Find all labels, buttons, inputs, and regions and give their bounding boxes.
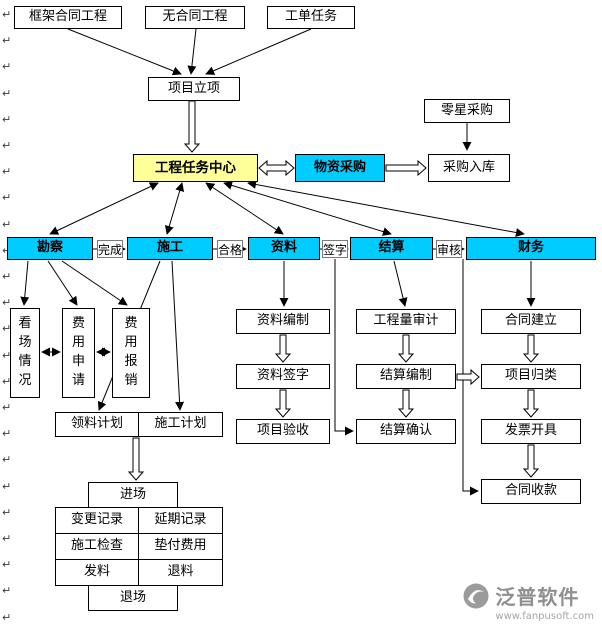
- return-mark-icon: ↵: [2, 8, 12, 21]
- return-mark-icon: ↵: [2, 217, 12, 231]
- return-mark-icon: ↵: [2, 453, 12, 467]
- node-task-center: 工程任务中心: [133, 154, 258, 182]
- return-mark-icon: ↵: [2, 479, 12, 493]
- node-expense-reimburse: 费用报销: [112, 308, 150, 398]
- return-mark-icon: ↵: [2, 610, 12, 624]
- node-delay-record: 延期记录: [138, 507, 223, 534]
- node-contract-receive: 合同收款: [481, 479, 581, 504]
- node-work-order: 工单任务: [267, 6, 355, 29]
- node-enter-site: 进场: [88, 482, 178, 508]
- node-finance: 财务: [466, 237, 596, 260]
- node-material-return: 退料: [138, 559, 223, 586]
- node-sporadic-purchase: 零星采购: [424, 99, 510, 123]
- fanpu-logo-icon: [462, 582, 490, 610]
- vendor-site: www.fanpusoft.com: [495, 611, 594, 622]
- node-doc-sign: 资料签字: [236, 364, 330, 389]
- edge-label-audit: 审核: [436, 240, 462, 258]
- return-mark-icon: ↵: [2, 348, 12, 362]
- vendor-watermark: 泛普软件 www.fanpusoft.com: [462, 581, 594, 622]
- return-mark-icon: ↵: [2, 584, 12, 598]
- return-mark-icon: ↵: [2, 112, 12, 126]
- node-construction-plan: 施工计划: [138, 412, 223, 437]
- return-mark-icon: ↵: [2, 505, 12, 519]
- node-material-purchase: 物资采购: [295, 154, 385, 182]
- return-mark-icon: ↵: [2, 270, 12, 283]
- return-mark-icon: ↵: [2, 427, 12, 441]
- node-site-view-label: 看场情况: [18, 316, 32, 388]
- node-expense-reimburse-label: 费用报销: [124, 316, 138, 388]
- return-mark-icon: ↵: [2, 139, 12, 152]
- node-doc-compile: 资料编制: [236, 309, 330, 334]
- node-site-view: 看场情况: [10, 308, 40, 398]
- return-mark-icon: ↵: [2, 191, 12, 205]
- node-settle-compile: 结算编制: [356, 364, 456, 389]
- node-expense-apply-label: 费用申请: [71, 316, 85, 388]
- edge-label-qualified: 合格: [217, 240, 243, 258]
- edge-label-complete: 完成: [97, 240, 123, 258]
- hollow-arrows: [127, 100, 540, 481]
- node-contract-create: 合同建立: [481, 309, 581, 334]
- vendor-brand: 泛普软件: [495, 585, 580, 609]
- node-exit-site: 退场: [88, 585, 178, 611]
- edge-label-sign: 签字: [322, 240, 348, 258]
- return-mark-icon: ↵: [2, 86, 12, 100]
- return-mark-icon: ↵: [2, 532, 12, 545]
- return-mark-icon: ↵: [2, 401, 12, 414]
- node-project-classify: 项目归类: [481, 364, 581, 389]
- return-mark-icon: ↵: [2, 296, 12, 310]
- node-frame-contract: 框架合同工程: [14, 6, 122, 29]
- return-mark-icon: ↵: [2, 374, 12, 388]
- node-quantity-audit: 工程量审计: [356, 309, 456, 334]
- return-mark-icon: ↵: [2, 322, 12, 336]
- return-mark-icon: ↵: [2, 558, 12, 572]
- node-advance-expense: 垫付费用: [138, 533, 223, 560]
- node-project-approval: 项目立项: [148, 77, 240, 101]
- node-expense-apply: 费用申请: [62, 308, 95, 398]
- node-survey: 勘察: [7, 237, 93, 260]
- node-construction: 施工: [127, 237, 213, 260]
- node-material-issue: 发料: [55, 559, 139, 586]
- return-mark-icon: ↵: [2, 244, 11, 257]
- node-documents: 资料: [248, 237, 320, 260]
- node-settlement: 结算: [350, 237, 433, 260]
- node-construction-check: 施工检查: [55, 533, 139, 560]
- node-material-plan: 领料计划: [55, 412, 139, 437]
- node-purchase-in: 采购入库: [428, 154, 510, 182]
- return-mark-icon: ↵: [2, 34, 12, 48]
- return-mark-icon: ↵: [2, 165, 12, 179]
- node-invoice-issue: 发票开具: [481, 419, 581, 444]
- node-settle-confirm: 结算确认: [356, 419, 456, 444]
- return-mark-icon: ↵: [2, 60, 12, 74]
- node-no-contract: 无合同工程: [145, 6, 245, 29]
- node-change-record: 变更记录: [55, 507, 139, 534]
- node-project-accept: 项目验收: [236, 419, 330, 444]
